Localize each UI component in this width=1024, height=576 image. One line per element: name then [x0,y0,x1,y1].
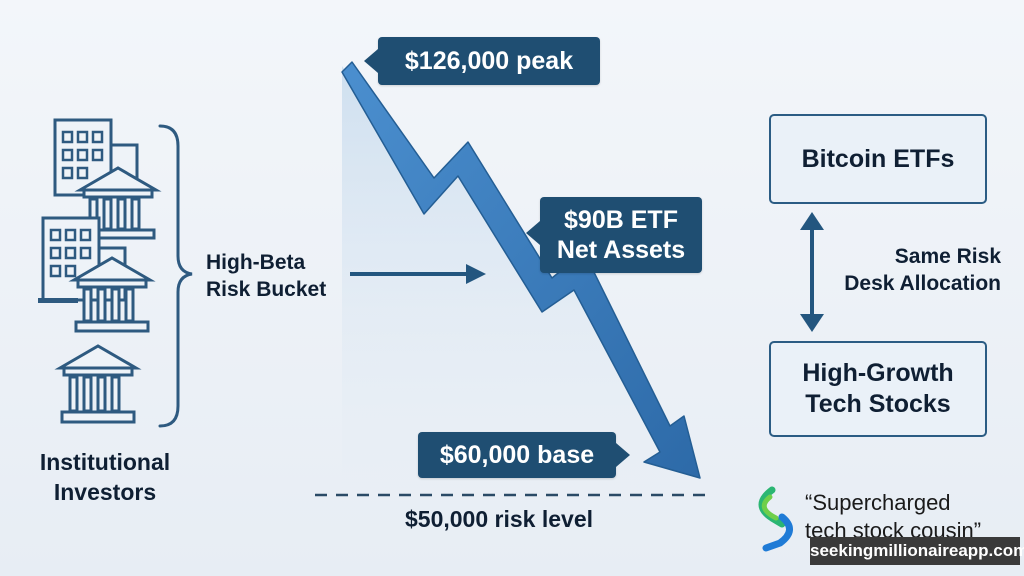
investors-line1: Institutional [39,449,171,475]
investors-line2: Investors [53,479,157,505]
risk-bucket-line1: High-Beta [206,251,306,274]
risk-level-label: $50,000 risk level [405,506,593,532]
watermark-link[interactable]: seekingmillionaireapp.com [810,537,1024,565]
base-label: $60,000 base [439,441,595,469]
curly-brace-icon [158,124,193,428]
tech-stocks-box: High-Growth Tech Stocks [769,341,987,437]
base-callout: $60,000 base [418,432,630,478]
tech-stocks-line2: Tech Stocks [805,390,951,418]
risk-bucket-label: High-Beta Risk Bucket [206,249,326,303]
institutional-investors-label: Institutional Investors [30,447,180,507]
down-arrow-icon [341,61,701,479]
etf-label-line1: $90B ETF [564,206,678,234]
right-arrow-icon [350,264,486,284]
bitcoin-etfs-box: Bitcoin ETFs [769,114,987,204]
same-risk-label: Same Risk Desk Allocation [826,243,1001,297]
bitcoin-etfs-label: Bitcoin ETFs [801,144,955,173]
price-shade-area [342,66,690,490]
bank-building-icon [54,344,142,424]
peak-callout: $126,000 peak [364,37,600,85]
app-logo-icon [758,486,793,552]
tech-stocks-line1: High-Growth [802,359,954,387]
etf-label-line2: Net Assets [556,236,686,264]
bank-building-icon [74,166,162,240]
etf-assets-callout: $90B ETF Net Assets [526,197,702,273]
same-risk-line1: Same Risk [894,245,1001,268]
bank-building-icon [68,256,156,333]
double-arrow-icon [800,212,824,332]
same-risk-line2: Desk Allocation [844,272,1001,295]
quote-line1: “Supercharged [805,490,951,515]
risk-bucket-line2: Risk Bucket [206,278,327,301]
peak-label: $126,000 peak [404,47,574,75]
